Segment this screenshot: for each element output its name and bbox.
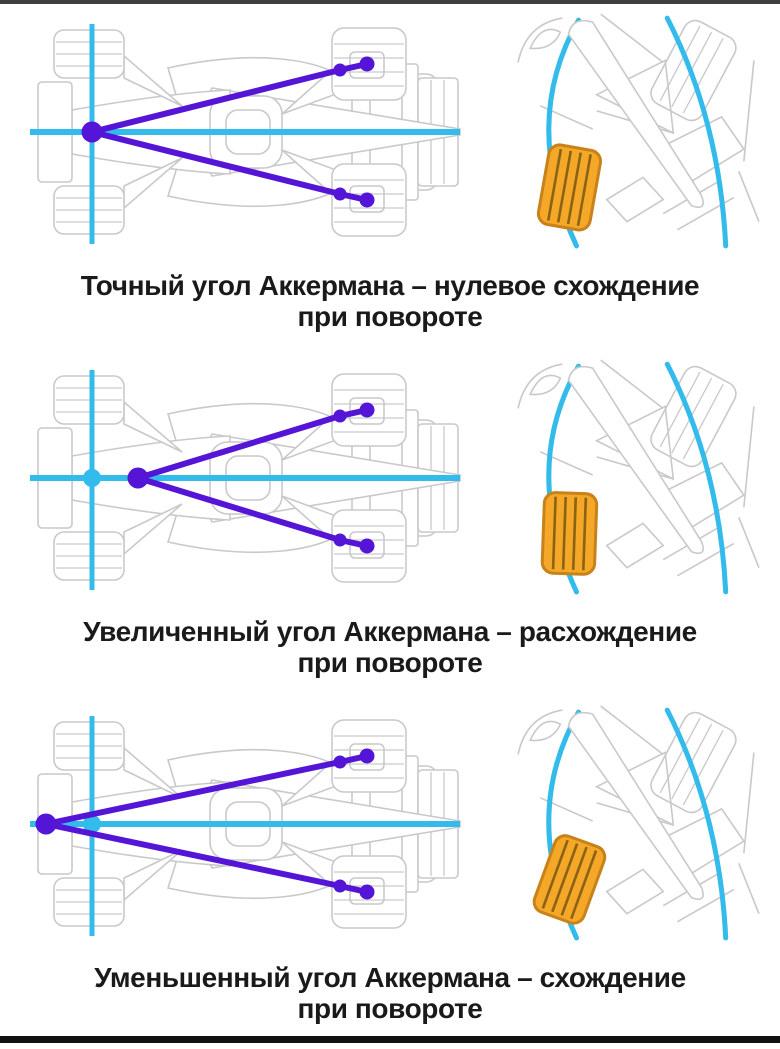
convergence-dot (127, 467, 149, 489)
ackermann-row-increased-ackermann: Увеличенный угол Аккермана – расхождение… (0, 350, 780, 696)
outer-wheel-outline (650, 711, 737, 814)
arm-joint-dot (333, 533, 347, 547)
steering-arm-line-top (89, 67, 343, 135)
convergence-dot (81, 121, 103, 143)
car-top-view-diagram (30, 370, 461, 590)
arm-joint-dot (333, 63, 347, 77)
row-caption: Уменьшенный угол Аккермана – схождение п… (0, 962, 780, 1024)
top-letterbox-bar (0, 0, 780, 4)
row-caption: Точный угол Аккермана – нулевое схождени… (0, 270, 780, 332)
steering-arm-line-top (135, 413, 343, 481)
front-wheels (53, 721, 125, 927)
outer-wheel-outline (650, 365, 737, 468)
car-top-view-diagram (30, 24, 461, 244)
car-body-outline (37, 54, 461, 210)
caption-line-2: при повороте (297, 647, 483, 678)
hub-dot (359, 402, 375, 418)
outer-turning-arc (664, 15, 729, 249)
suspension-blade (567, 19, 704, 209)
caption-line-2: при повороте (297, 301, 483, 332)
steering-arm-line-top (43, 759, 343, 827)
ackermann-row-decreased-ackermann: Уменьшенный угол Аккермана – схождение п… (0, 696, 780, 1042)
suspension-blade (567, 365, 704, 555)
steering-arm-line-bottom (89, 129, 343, 197)
steering-arm-line-bottom (43, 821, 343, 889)
hub-dot (359, 748, 375, 764)
caption-line-1: Увеличенный угол Аккермана – расхождение (83, 616, 697, 647)
outer-turning-arc (664, 361, 729, 595)
hub-dot (359, 56, 375, 72)
caption-line-1: Уменьшенный угол Аккермана – схождение (94, 962, 686, 993)
outer-wheel-outline (650, 19, 737, 122)
hub-dot (359, 192, 375, 208)
arm-joint-dot (333, 187, 347, 201)
steering-geometry (127, 402, 375, 554)
ackermann-row-exact-ackermann: Точный угол Аккермана – нулевое схождени… (0, 4, 780, 350)
car-top-view-diagram (30, 716, 461, 936)
wheel-closeup-diagram (517, 359, 760, 595)
arm-joint-dot (333, 879, 347, 893)
wheel-closeup-diagram (517, 705, 760, 941)
row-caption: Увеличенный угол Аккермана – расхождение… (0, 616, 780, 678)
arm-joint-dot (333, 409, 347, 423)
convergence-dot (35, 813, 57, 835)
steering-arm-line-bottom (135, 475, 343, 543)
front-tire (536, 143, 603, 232)
arm-joint-dot (333, 755, 347, 769)
rows-container: Точный угол Аккермана – нулевое схождени… (0, 4, 780, 1042)
axle-center-dot (83, 815, 101, 833)
outer-turning-arc (664, 707, 729, 941)
hub-dot (359, 538, 375, 554)
front-tire (540, 491, 599, 576)
caption-line-2: при повороте (297, 993, 483, 1024)
bottom-letterbox-bar (0, 1036, 780, 1043)
suspension-blade (567, 711, 704, 901)
wheel-closeup-diagram (517, 13, 760, 249)
front-wheels (53, 29, 125, 235)
front-wheels (53, 375, 125, 581)
hub-dot (359, 884, 375, 900)
steering-geometry (35, 748, 375, 900)
axle-center-dot (83, 469, 101, 487)
caption-line-1: Точный угол Аккермана – нулевое схождени… (80, 270, 700, 301)
front-tire (532, 834, 607, 925)
steering-geometry (81, 56, 375, 208)
